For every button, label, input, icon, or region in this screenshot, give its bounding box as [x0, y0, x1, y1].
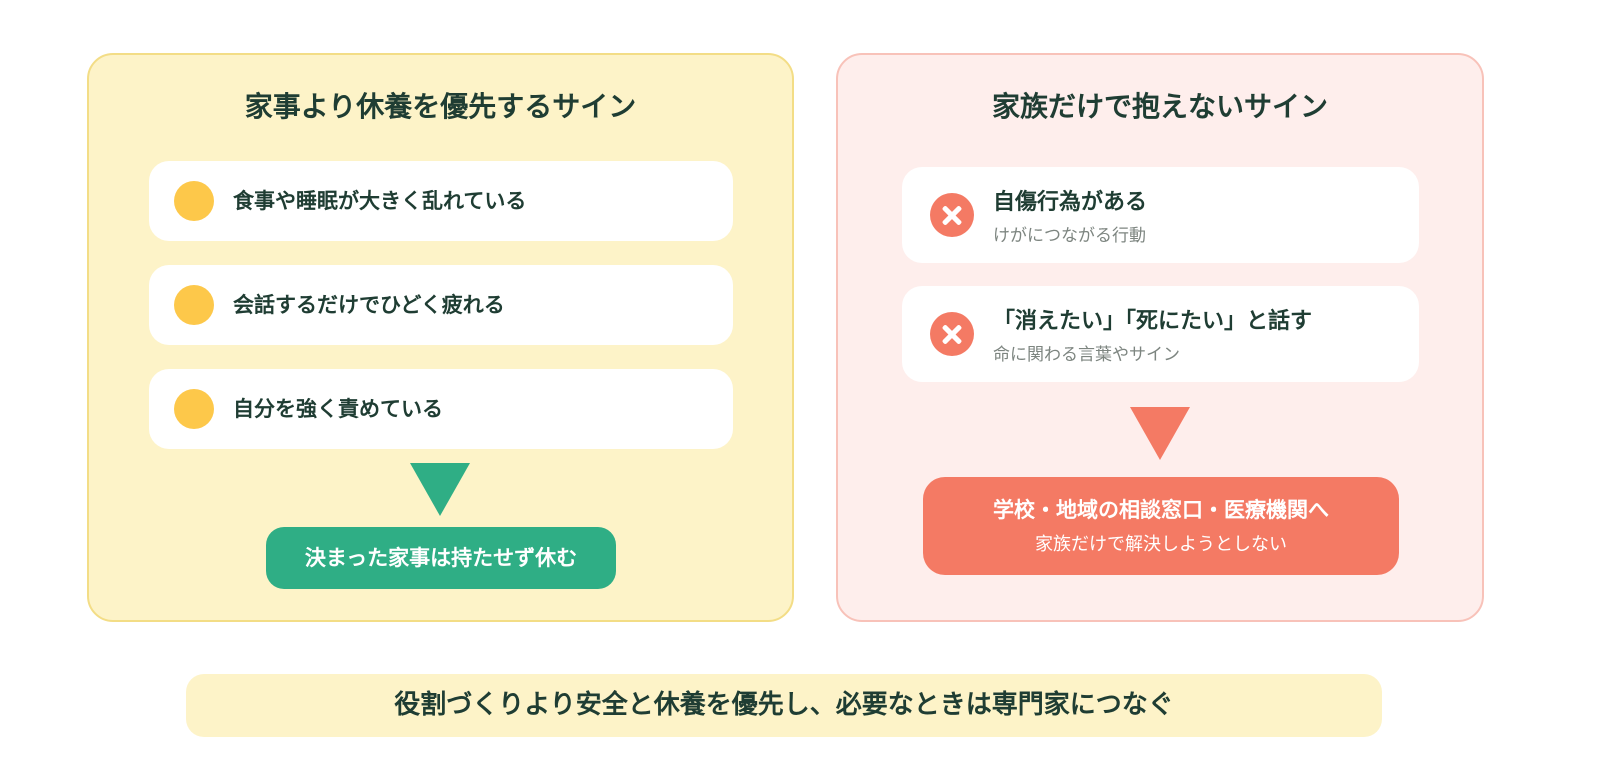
consult-action-title: 学校・地域の相談窓口・医療機関へ — [993, 498, 1329, 522]
list-item-label: 会話するだけでひどく疲れる — [233, 293, 505, 317]
list-item: 食事や睡眠が大きく乱れている — [149, 161, 733, 241]
consult-action-subtitle: 家族だけで解決しようとしない — [1035, 534, 1287, 555]
list-item-subtitle: 命に関わる言葉やサイン — [993, 345, 1180, 365]
rest-action-box: 決まった家事は持たせず休む — [266, 527, 616, 589]
list-item: 会話するだけでひどく疲れる — [149, 265, 733, 345]
yellow-dot-icon — [174, 285, 214, 325]
list-item: 「消えたい」「死にたい」と話す 命に関わる言葉やサイン — [902, 286, 1419, 382]
list-item: 自傷行為がある けがにつながる行動 — [902, 167, 1419, 263]
rest-priority-title: 家事より休養を優先するサイン — [244, 90, 637, 123]
list-item-subtitle: けがにつながる行動 — [993, 226, 1146, 246]
close-icon — [930, 312, 974, 356]
summary-banner: 役割づくりより安全と休養を優先し、必要なときは専門家につなぐ — [186, 674, 1382, 737]
list-item-label: 自分を強く責めている — [233, 397, 443, 421]
list-item-title: 「消えたい」「死にたい」と話す — [993, 309, 1313, 334]
yellow-dot-icon — [174, 389, 214, 429]
down-arrow-icon — [410, 463, 470, 516]
list-item-label: 食事や睡眠が大きく乱れている — [233, 189, 527, 213]
down-arrow-icon — [1130, 407, 1190, 460]
yellow-dot-icon — [174, 181, 214, 221]
list-item: 自分を強く責めている — [149, 369, 733, 449]
consult-action-box: 学校・地域の相談窓口・医療機関へ 家族だけで解決しようとしない — [923, 477, 1399, 575]
seek-help-panel: 家族だけで抱えないサイン 自傷行為がある けがにつながる行動 「消えたい」「死に… — [836, 53, 1484, 622]
rest-priority-panel: 家事より休養を優先するサイン 食事や睡眠が大きく乱れている 会話するだけでひどく… — [87, 53, 794, 622]
close-icon — [930, 193, 974, 237]
list-item-title: 自傷行為がある — [993, 190, 1148, 215]
seek-help-title: 家族だけで抱えないサイン — [991, 90, 1328, 123]
